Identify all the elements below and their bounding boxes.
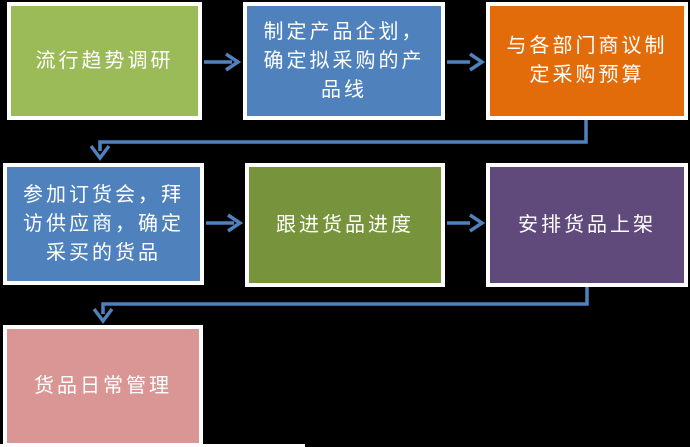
connector-elbow bbox=[98, 120, 588, 151]
connector-planning-to-budget bbox=[447, 52, 486, 72]
node-label-line: 品线 bbox=[321, 78, 367, 101]
connector-elbow bbox=[101, 287, 589, 314]
node-trend-research: 流行趋势调研 bbox=[7, 2, 202, 120]
connector-shelf-to-daily bbox=[92, 287, 589, 324]
arrowhead-down-icon bbox=[89, 144, 111, 161]
connector-trend-to-planning bbox=[204, 52, 242, 72]
node-budget-negotiation: 与各部门商议制 定采购预算 bbox=[486, 2, 688, 120]
arrowhead-right-icon bbox=[225, 52, 242, 72]
node-shelf-arrangement: 安排货品上架 bbox=[486, 163, 688, 287]
node-label-line: 定采购预算 bbox=[529, 64, 645, 86]
arrowhead-right-icon bbox=[227, 213, 244, 233]
node-daily-management: 货品日常管理 bbox=[3, 325, 203, 447]
node-order-fair: 参加订货会，拜 访供应商，确定 采买的货品 bbox=[3, 163, 204, 285]
node-product-planning: 制定产品企划， 确定拟采购的产 品线 bbox=[243, 2, 445, 120]
node-label-line: 采买的货品 bbox=[46, 241, 161, 264]
node-label-line: 制定产品企划， bbox=[263, 20, 425, 43]
connector-budget-to-orderfair bbox=[89, 120, 588, 161]
canvas-bottom-edge bbox=[0, 444, 305, 447]
node-label-line: 与各部门商议制 bbox=[506, 35, 668, 57]
node-label-line: 确定拟采购的产 bbox=[263, 49, 425, 72]
connector-progress-to-shelf bbox=[447, 213, 486, 233]
node-label-line: 访供应商，确定 bbox=[23, 212, 184, 235]
node-follow-progress: 跟进货品进度 bbox=[245, 163, 445, 287]
node-label-line: 流行趋势调研 bbox=[35, 49, 174, 72]
node-label-line: 参加订货会，拜 bbox=[23, 183, 184, 206]
node-label-line: 货品日常管理 bbox=[34, 374, 172, 397]
arrowhead-down-icon bbox=[92, 307, 114, 324]
connector-orderfair-to-progress bbox=[206, 213, 244, 233]
arrowhead-right-icon bbox=[469, 213, 486, 233]
node-label-line: 安排货品上架 bbox=[518, 213, 656, 236]
node-label-line: 跟进货品进度 bbox=[276, 213, 414, 236]
arrowhead-right-icon bbox=[469, 52, 486, 72]
